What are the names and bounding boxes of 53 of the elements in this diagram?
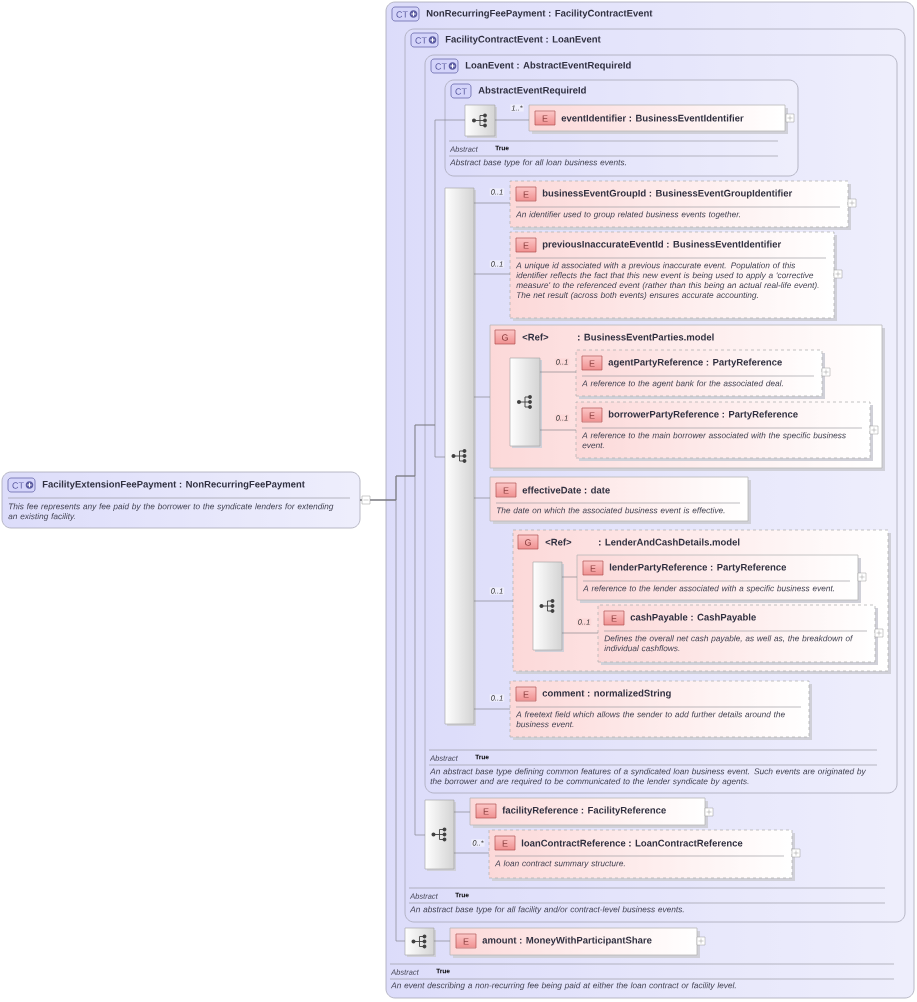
element-badge: E [581,355,603,371]
sequence-box [509,357,542,448]
sequence-box [532,561,564,652]
element-badge: E [603,610,625,626]
type-badge: CT [430,58,459,74]
type-badge: CT [410,32,439,48]
element-box: E lenderPartyReference : PartyReference A reference to the lender associated with a specific business event. [576,554,861,603]
sequence-box [424,799,456,871]
group-badge: G [517,534,539,550]
element-badge: E [534,110,556,126]
element-badge: E [495,482,517,498]
connector-line [433,940,451,942]
sequence-box [464,104,497,138]
connector-line [494,119,530,121]
element-badge: E [455,933,477,949]
element-badge: E [582,560,604,576]
connector-line [561,632,599,634]
connector-line [453,811,471,813]
connector-line [359,499,406,942]
type-badge: CT [7,477,36,493]
element-box: E cashPayable : CashPayable Defines the overall net cash payable, as well as, the breakdown of individual cashflows. [597,604,878,665]
connector-line [539,429,577,431]
connector-line [453,852,490,854]
element-box: E comment : normalizedString A freetext field which allows the sender to add further details around the business event. [509,680,812,740]
type-badge: CT [391,6,420,22]
sequence-box [404,927,436,957]
connector-line [473,273,511,275]
element-box: E amount : MoneyWithParticipantShare [449,927,700,958]
element-box: E previousInaccurateEventId : BusinessEventIdentifier A unique id associated with a previous inaccurate event. Population of this identifier reflects the fact that this new event is being used to apply a 'corrective measure' to the referenced event (rather than this being an actual real-life event). The net result (across both events) ensures accurate accounting. [509,231,837,321]
connector-line [473,600,514,602]
element-badge: E [475,803,497,819]
element-badge: E [515,237,537,253]
group-badge: G [494,329,516,345]
element-box: E borrowerPartyReference : PartyReference A reference to the main borrower associated with the specific business event. [575,401,873,461]
connector-line [473,497,491,499]
sequence-box [444,187,476,726]
connector-line [473,396,491,398]
type-badge: CT [450,83,472,99]
element-badge: E [494,835,516,851]
element-box: E loanContractReference : LoanContractReference A loan contract summary structure. [488,829,795,881]
element-box: E eventIdentifier : BusinessEventIdentifier [528,104,788,134]
element-box: E businessEventGroupId : BusinessEventGroupIdentifier An identifier used to group related business events together. [509,180,851,230]
connector-line [539,371,577,373]
element-box: E agentPartyReference : PartyReference A reference to the agent bank for the associated deal. [575,349,825,399]
connector-line [473,708,511,710]
complex-type-box: CT FacilityExtensionFeePayment : NonRecurringFeePayment This fee represents any fee paid by the borrower to the syndicate lenders for extending an existing facility. [1,471,361,529]
connector-line [473,202,511,204]
element-badge: E [515,686,537,702]
connector-line [561,576,578,578]
element-box: E effectiveDate : date The date on which the associated business event is effective. [489,476,751,524]
element-box: E facilityReference : FacilityReference [469,797,708,828]
element-badge: E [515,186,537,202]
element-badge: E [581,407,603,423]
